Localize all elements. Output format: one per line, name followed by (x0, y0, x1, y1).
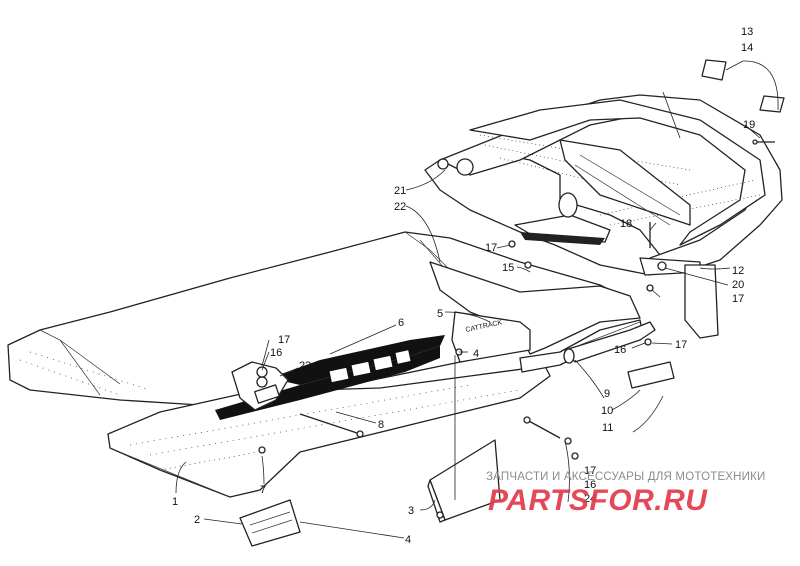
callout-16-left: 16 (270, 347, 282, 359)
callout-23: 23 (299, 360, 311, 372)
callout-17-right: 17 (675, 339, 687, 351)
watermark-logo: PARTSFOR.RU (488, 484, 708, 517)
callout-14: 14 (741, 42, 753, 54)
callout-24: 24 (584, 493, 596, 505)
callout-7: 7 (260, 484, 266, 496)
reflector-10 (627, 361, 675, 389)
mud-flap-bracket (427, 439, 501, 523)
bolt-19 (752, 139, 775, 145)
rear-rack (424, 94, 783, 339)
callout-5: 5 (437, 308, 443, 320)
callout-9: 9 (604, 388, 610, 400)
watermark-caption: ЗАПЧАСТИ И АКСЕССУАРЫ ДЛЯ МОТОТЕХНИКИ (486, 471, 766, 483)
callout-22: 22 (394, 201, 406, 213)
callout-6: 6 (398, 317, 404, 329)
license-plate (239, 499, 301, 547)
callout-16-right: 16 (614, 344, 626, 356)
callout-11: 11 (602, 422, 613, 434)
callout-12: 12 (732, 265, 744, 277)
bolt-8 (299, 413, 364, 438)
callout-17-center: 17 (485, 242, 497, 254)
callout-17-left: 17 (278, 334, 290, 346)
reflector-13-14 (701, 59, 785, 113)
axle-tube (563, 321, 656, 364)
hinge-bracket (231, 361, 289, 411)
callout-17-right-upper: 17 (732, 293, 744, 305)
callout-3: 3 (408, 505, 414, 517)
callout-4-lower: 4 (405, 534, 411, 546)
washers (256, 240, 654, 460)
callout-4-upper: 4 (473, 348, 479, 360)
callout-10: 10 (601, 405, 613, 417)
leader-lines (175, 60, 779, 539)
callout-8: 8 (378, 419, 384, 431)
callout-13: 13 (741, 26, 753, 38)
callout-21: 21 (394, 185, 406, 197)
callout-2: 2 (194, 514, 200, 526)
callout-20: 20 (732, 279, 744, 291)
callout-19: 19 (743, 119, 755, 131)
callout-17-lower: 17 (584, 465, 596, 477)
callout-16-lower: 16 (584, 479, 596, 491)
callout-labels: 1 2 3 4 4 5 6 7 8 9 10 11 12 13 14 15 16… (172, 26, 755, 546)
callout-18: 18 (620, 218, 632, 230)
bolt-24 (523, 416, 561, 439)
callout-15: 15 (502, 262, 514, 274)
callout-1: 1 (172, 496, 178, 508)
